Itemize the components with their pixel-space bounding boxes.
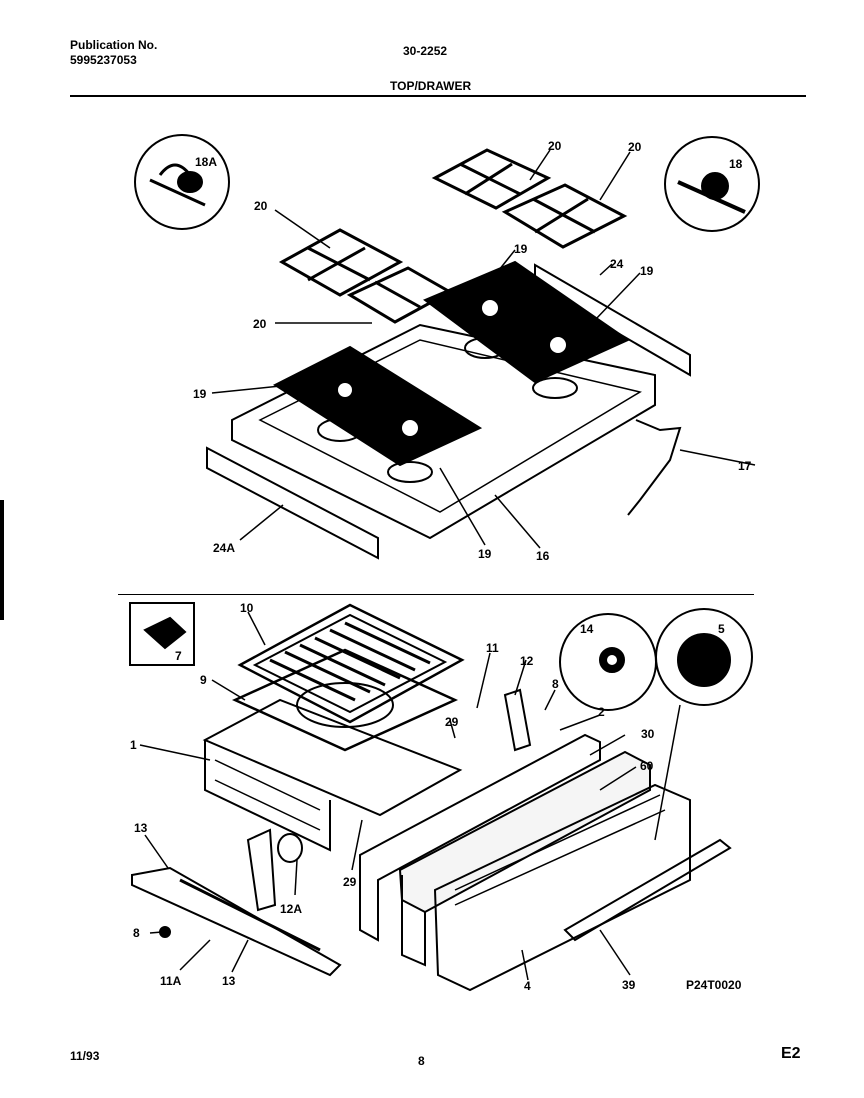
- callout-2: 2: [598, 705, 605, 719]
- footer-date: 11/93: [70, 1049, 100, 1063]
- callout-20: 20: [548, 139, 562, 153]
- callout-24A: 24A: [213, 541, 235, 555]
- callout-11A: 11A: [160, 974, 182, 988]
- callout-9: 9: [200, 673, 207, 687]
- callout-18A: 18A: [195, 155, 217, 169]
- detail-18-inset: [664, 136, 760, 232]
- callout-12: 12: [520, 654, 534, 668]
- callout-29: 29: [445, 715, 459, 729]
- scan-edge-mark: [0, 500, 4, 620]
- detail-18A-inset: [134, 134, 230, 230]
- model-number: 30-2252: [403, 44, 448, 58]
- callout-14: 14: [580, 622, 594, 636]
- footer-page: 8: [418, 1054, 425, 1068]
- callout-30: 30: [641, 727, 655, 741]
- figure-code: P24T0020: [686, 978, 742, 992]
- section-divider: [118, 594, 754, 595]
- publication-label: Publication No.: [70, 38, 158, 52]
- detail-5-inset: [655, 608, 753, 706]
- callout-20: 20: [628, 140, 642, 154]
- callout-12A: 12A: [280, 902, 302, 916]
- drawer-handle-39: [563, 838, 732, 942]
- drawer-front-4: [433, 783, 691, 992]
- burner-top-left: [272, 345, 483, 467]
- detail-7-box: [129, 602, 195, 666]
- section-title: TOP/DRAWER: [390, 79, 472, 93]
- drawer-rail-13: [131, 866, 342, 977]
- side-trim-24A: [206, 446, 379, 560]
- callout-7: 7: [175, 649, 182, 663]
- callout-24: 24: [610, 257, 624, 271]
- callout-17: 17: [738, 459, 752, 473]
- broiler-pan-9: [231, 648, 459, 752]
- callout-19: 19: [640, 264, 654, 278]
- bracket-12A: [246, 828, 277, 912]
- callout-5: 5: [718, 622, 725, 636]
- broiler-pan-10: [237, 603, 465, 724]
- drawer-body-1: [202, 698, 463, 852]
- callout-19: 19: [478, 547, 492, 561]
- callout-11: 11: [486, 641, 499, 655]
- callout-19: 19: [193, 387, 207, 401]
- callout-13: 13: [222, 974, 236, 988]
- callout-8: 8: [133, 926, 140, 940]
- bracket-12: [503, 688, 532, 752]
- publication-number: 5995237053: [70, 53, 137, 67]
- callout-29: 29: [343, 875, 357, 889]
- callout-8: 8: [552, 677, 559, 691]
- callout-18: 18: [729, 157, 743, 171]
- callout-10: 10: [240, 601, 254, 615]
- callout-20: 20: [254, 199, 268, 213]
- header-rule: [70, 95, 806, 97]
- wire-17: [627, 419, 682, 516]
- callout-16: 16: [536, 549, 550, 563]
- callout-60: 60: [640, 759, 654, 773]
- callout-19: 19: [514, 242, 528, 256]
- callout-39: 39: [622, 978, 636, 992]
- side-trim-24: [534, 263, 691, 377]
- callout-1: 1: [130, 738, 137, 752]
- footer-code: E2: [781, 1045, 801, 1062]
- detail-14-inset: [559, 613, 657, 711]
- callout-20: 20: [253, 317, 267, 331]
- callout-13: 13: [134, 821, 148, 835]
- callout-4: 4: [524, 979, 531, 993]
- main-top-16: [231, 323, 656, 540]
- drawer-frame-2: [359, 733, 601, 942]
